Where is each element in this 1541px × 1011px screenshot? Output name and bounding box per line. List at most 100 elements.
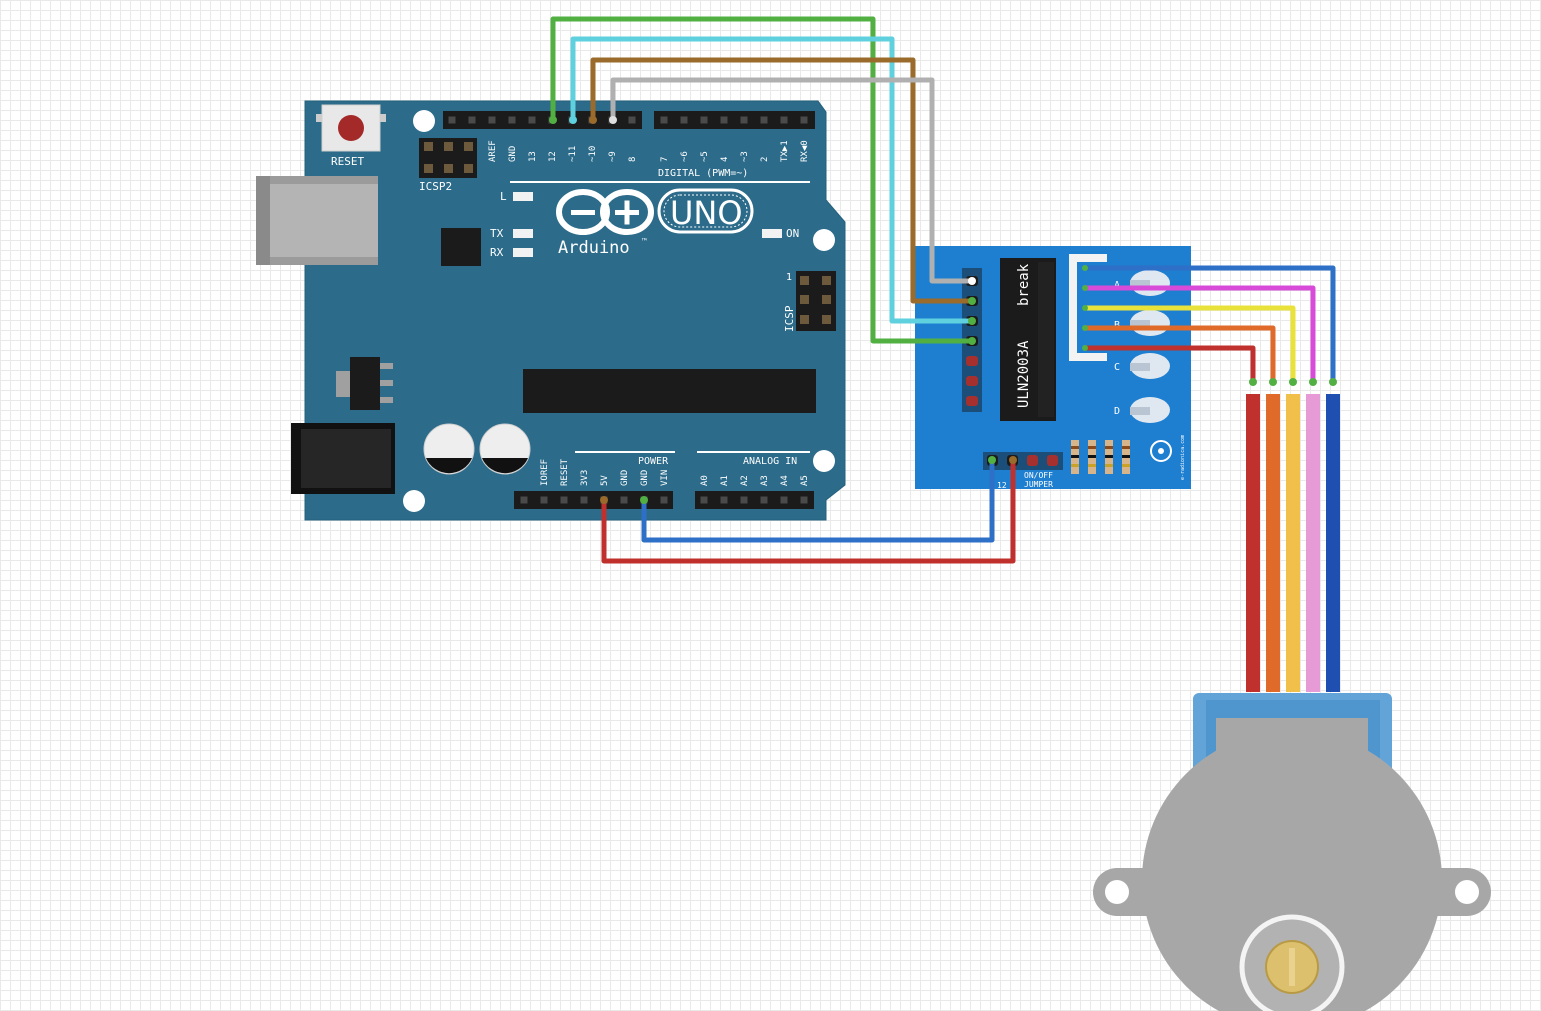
- power-header[interactable]: [514, 491, 673, 509]
- usb-interface-chip: [441, 228, 481, 266]
- power-pin-socket[interactable]: [520, 496, 528, 504]
- wire-endpoints: [549, 116, 1337, 504]
- analog-pin-socket[interactable]: [780, 496, 788, 504]
- vendor-text: e-radionica.com: [1180, 435, 1186, 480]
- analog-header[interactable]: [695, 491, 814, 509]
- digital-pin-label: 2: [760, 157, 770, 162]
- digital-header-label: DIGITAL (PWM=~): [658, 168, 748, 179]
- led-l-label: L: [500, 190, 507, 203]
- wires: [550, 16, 1336, 564]
- wire-gray-pin9-in1[interactable]: [610, 77, 975, 284]
- digital-pin-label: 7: [660, 157, 670, 162]
- wire-green-pin12-in4[interactable]: [550, 16, 975, 344]
- digital-pin-socket[interactable]: [508, 116, 516, 124]
- digital-pin-socket[interactable]: [720, 116, 728, 124]
- wire-motor-red[interactable]: [1082, 345, 1256, 383]
- power-pin-socket[interactable]: [540, 496, 548, 504]
- reset-button[interactable]: [316, 104, 386, 152]
- wire-motor-magenta[interactable]: [1082, 285, 1316, 383]
- digital-pin-socket[interactable]: [780, 116, 788, 124]
- cable-yellow: [1286, 394, 1300, 692]
- arduino-label: Arduino: [558, 238, 630, 258]
- digital-pin-socket[interactable]: [680, 116, 688, 124]
- digital-pin-socket[interactable]: [488, 116, 496, 124]
- analog-pin-socket[interactable]: [720, 496, 728, 504]
- digital-pin-label: AREF: [488, 140, 498, 162]
- power-pin-label: GND: [640, 470, 650, 486]
- digital-pin-label: ~9: [608, 151, 618, 162]
- led-rx: [513, 248, 533, 257]
- power-header-label: POWER: [638, 456, 669, 467]
- icsp-header: [796, 271, 836, 331]
- power-pin-label: 5V: [600, 475, 610, 486]
- digital-pin-socket[interactable]: [760, 116, 768, 124]
- analog-pin-label: A1: [720, 475, 730, 486]
- driver-led-b: [1130, 310, 1170, 336]
- uno-label: UNO: [670, 194, 743, 232]
- digital-pin-socket[interactable]: [468, 116, 476, 124]
- led-on-label: ON: [786, 227, 799, 240]
- led-letter-c: C: [1114, 362, 1120, 373]
- wire-blue-gnd[interactable]: [641, 457, 995, 543]
- arduino-pcb: [304, 100, 846, 521]
- driver-pin-label: 12: [997, 481, 1007, 490]
- icsp2-header: [419, 138, 477, 178]
- wire-motor-blue[interactable]: [1082, 265, 1336, 383]
- analog-pin-label: A3: [760, 475, 770, 486]
- jumper-label-2: JUMPER: [1024, 480, 1053, 489]
- digital-pin-label: 8: [628, 157, 638, 162]
- stepper-motor[interactable]: [1093, 693, 1491, 1011]
- flange-hole-right: [1455, 880, 1479, 904]
- analog-pin-socket[interactable]: [740, 496, 748, 504]
- digital-pin-socket[interactable]: [448, 116, 456, 124]
- digital-pin-socket[interactable]: [800, 116, 808, 124]
- wire-cyan-pin11-in3[interactable]: [570, 36, 975, 324]
- shaft-flat: [1289, 948, 1295, 986]
- driver-led-d: [1130, 397, 1170, 423]
- digital-header[interactable]: [443, 111, 815, 129]
- cable-orange: [1266, 394, 1280, 692]
- power-pin-socket[interactable]: [620, 496, 628, 504]
- arduino-infinity-logo: [556, 189, 654, 235]
- vendor-logo-icon: [1150, 440, 1172, 462]
- wire-brown-pin10-in2[interactable]: [590, 57, 975, 304]
- analog-pin-socket[interactable]: [800, 496, 808, 504]
- motor-cable: [1246, 394, 1340, 692]
- digital-pin-socket[interactable]: [740, 116, 748, 124]
- usb-connector: [256, 176, 378, 265]
- resistor-array: [1071, 440, 1130, 474]
- brand-label: break: [1016, 263, 1032, 306]
- digital-pin-label: 13: [528, 151, 538, 162]
- cable-blue: [1326, 394, 1340, 692]
- mounting-hole: [813, 450, 835, 472]
- voltage-regulator: [336, 357, 393, 410]
- power-pin-socket[interactable]: [580, 496, 588, 504]
- led-tx: [513, 229, 533, 238]
- wire-motor-orange[interactable]: [1082, 325, 1276, 383]
- led-tx-label: TX: [490, 227, 504, 240]
- uno-badge: [657, 188, 754, 234]
- digital-pin-socket[interactable]: [700, 116, 708, 124]
- digital-pin-socket[interactable]: [660, 116, 668, 124]
- digital-pin-label: GND: [508, 146, 518, 162]
- digital-pin-label: ~3: [740, 151, 750, 162]
- power-pin-label: IOREF: [540, 459, 550, 486]
- digital-pin-label: ~5: [700, 151, 710, 162]
- wire-red-5v[interactable]: [601, 457, 1016, 564]
- wire-motor-yellow[interactable]: [1082, 305, 1296, 383]
- digital-pin-socket[interactable]: [628, 116, 636, 124]
- power-pin-socket[interactable]: [660, 496, 668, 504]
- power-pin-socket[interactable]: [560, 496, 568, 504]
- analog-header-label: ANALOG IN: [743, 456, 797, 467]
- analog-pin-socket[interactable]: [760, 496, 768, 504]
- jumper-label-1: ON/OFF: [1024, 471, 1053, 480]
- digital-pin-socket[interactable]: [528, 116, 536, 124]
- atmega-chip: [523, 369, 816, 413]
- analog-pin-socket[interactable]: [700, 496, 708, 504]
- flange-hole-left: [1105, 880, 1129, 904]
- digital-pin-label: 12: [548, 151, 558, 162]
